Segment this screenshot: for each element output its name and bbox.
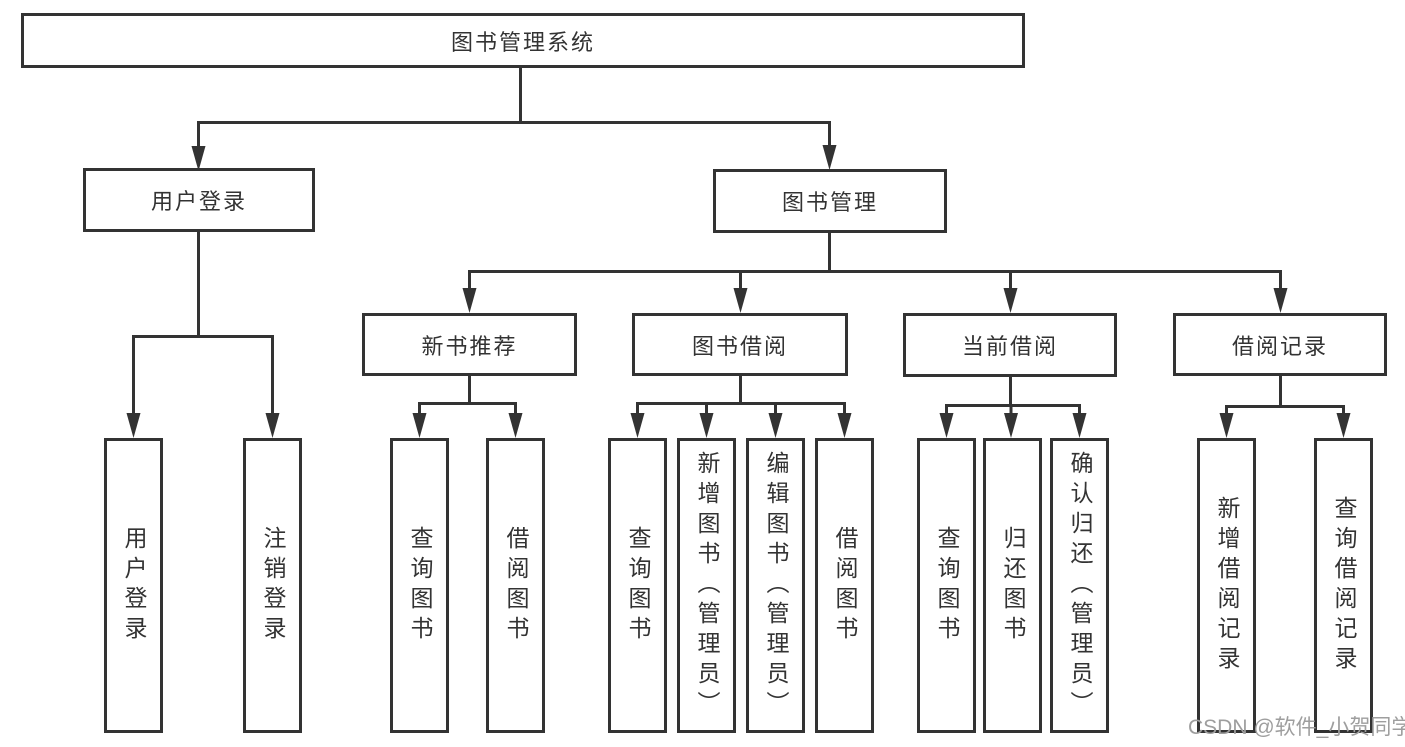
leaf-query-books-recommend: 查询图书	[390, 438, 449, 733]
leaf-label: 查询图书	[407, 525, 433, 646]
leaf-label: 编辑图书（管理员）	[763, 450, 789, 721]
leaf-label: 查询图书	[934, 525, 960, 646]
leaf-label: 查询图书	[625, 525, 651, 646]
leaf-label: 借阅图书	[503, 525, 529, 646]
node-label: 图书管理	[781, 190, 878, 215]
leaf-edit-books-admin: 编辑图书（管理员）	[746, 438, 805, 733]
leaf-add-borrow-record: 新增借阅记录	[1197, 438, 1256, 733]
leaf-label: 注销登录	[260, 525, 286, 646]
node-borrowing-records: 借阅记录	[1173, 313, 1387, 376]
node-current-borrowing: 当前借阅	[903, 313, 1117, 377]
leaf-label: 归还图书	[1000, 525, 1026, 646]
leaf-query-books-current: 查询图书	[917, 438, 976, 733]
node-label: 当前借阅	[961, 334, 1058, 359]
leaf-add-books-admin: 新增图书（管理员）	[677, 438, 736, 733]
node-label: 新书推荐	[421, 333, 518, 359]
leaf-user-login: 用户登录	[104, 438, 163, 733]
leaf-label: 确认归还（管理员）	[1067, 450, 1093, 721]
leaf-label: 新增图书（管理员）	[694, 450, 720, 721]
node-book-management: 图书管理	[713, 169, 947, 233]
leaf-logout: 注销登录	[243, 438, 302, 733]
arrowheads	[126, 145, 1351, 438]
node-user-login: 用户登录	[83, 168, 315, 232]
node-label: 借阅记录	[1231, 333, 1328, 359]
csdn-watermark: CSDN @软件_小贺同学	[1188, 716, 1405, 739]
node-new-book-recommendation: 新书推荐	[362, 313, 577, 376]
node-label: 图书管理系统	[450, 29, 595, 55]
leaf-query-borrow-record: 查询借阅记录	[1314, 438, 1373, 733]
leaf-borrow-books: 借阅图书	[815, 438, 874, 733]
leaf-query-books-borrow: 查询图书	[608, 438, 667, 733]
node-label: 用户登录	[150, 189, 247, 214]
node-book-borrowing: 图书借阅	[632, 313, 848, 376]
leaf-label: 用户登录	[121, 525, 147, 646]
leaf-label: 借阅图书	[832, 525, 858, 646]
leaf-return-books: 归还图书	[983, 438, 1042, 733]
node-label: 图书借阅	[691, 333, 788, 359]
leaf-confirm-return-admin: 确认归还（管理员）	[1050, 438, 1109, 733]
leaf-borrow-books-recommend: 借阅图书	[486, 438, 545, 733]
leaf-label: 新增借阅记录	[1214, 495, 1240, 676]
leaf-label: 查询借阅记录	[1331, 495, 1357, 676]
node-library-management-system: 图书管理系统	[21, 13, 1025, 68]
